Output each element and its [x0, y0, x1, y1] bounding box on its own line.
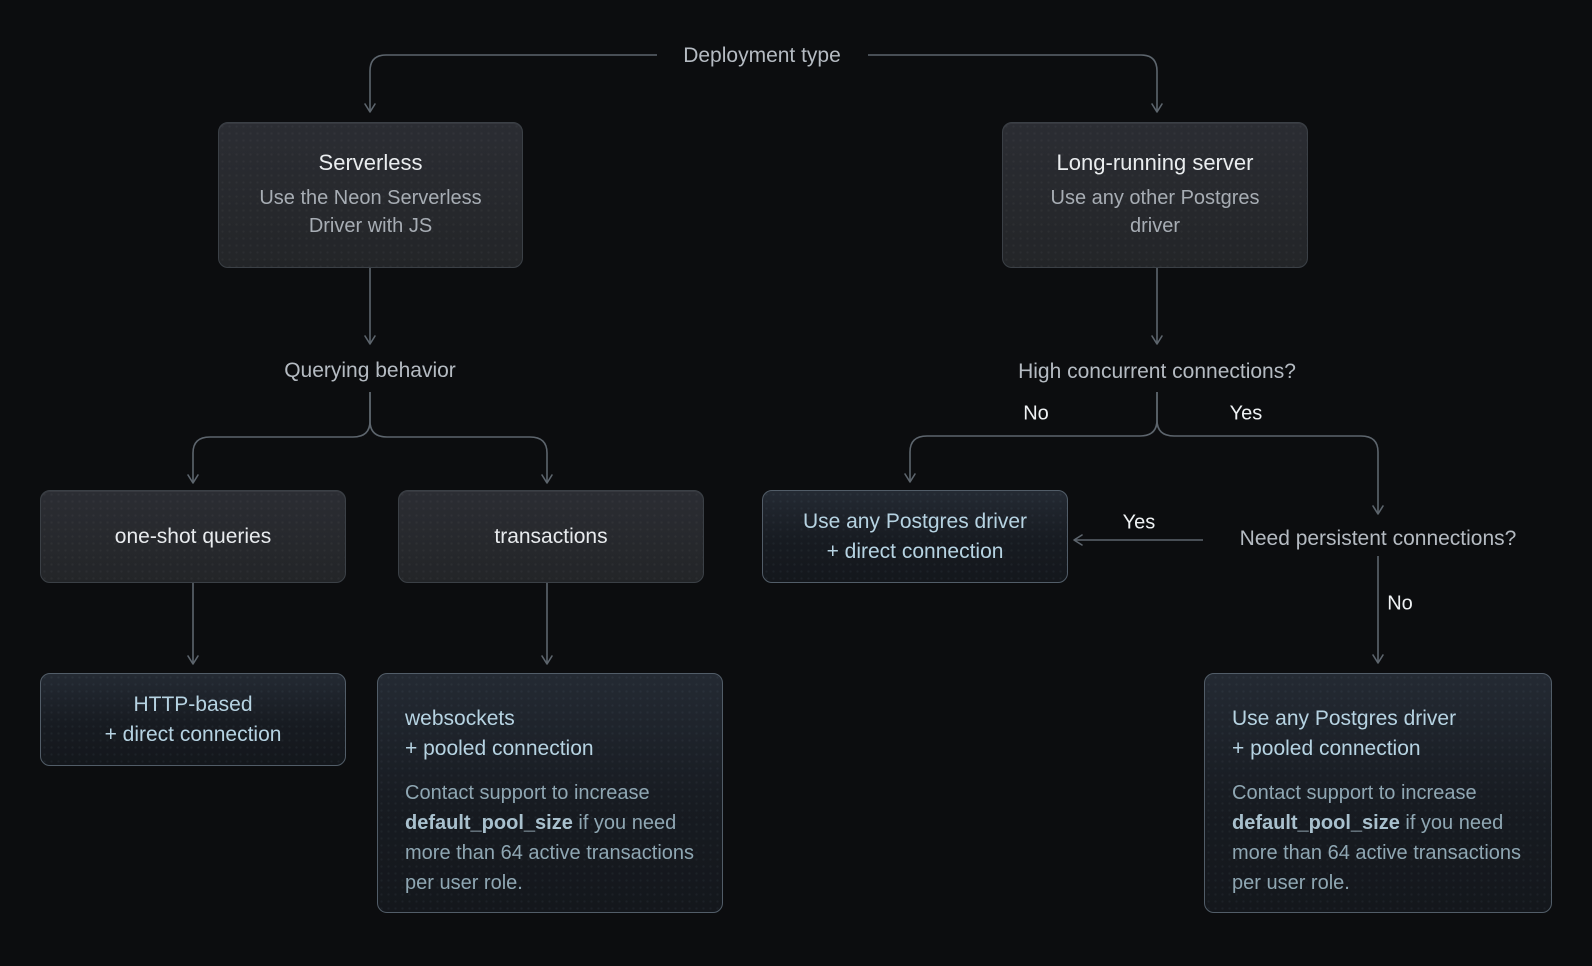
edge-label-no-need-persistent: No [1387, 592, 1413, 615]
support-note-suffix: if you need more than 64 active transact… [405, 812, 695, 894]
node-websockets-pooled-label: websockets + pooled connection [405, 707, 594, 760]
label-need-persistent-connections: Need persistent connections? [1239, 527, 1517, 550]
support-note: Contact support to increase default_pool… [1232, 778, 1527, 898]
node-one-shot-label: one-shot queries [114, 524, 272, 548]
label-deployment-type: Deployment type [683, 44, 841, 67]
node-websockets-pooled: websockets + pooled connection Contact s… [377, 673, 723, 913]
node-http-direct: HTTP-based + direct connection [40, 673, 346, 766]
node-transactions-label: transactions [494, 524, 608, 548]
edge-label-no-high-concurrent: No [1023, 402, 1049, 425]
node-transactions: transactions [398, 490, 704, 583]
edge-label-yes-high-concurrent: Yes [1229, 402, 1263, 425]
node-http-direct-label: HTTP-based + direct connection [104, 692, 282, 746]
label-querying-behavior: Querying behavior [284, 359, 456, 382]
support-note: Contact support to increase default_pool… [405, 778, 698, 898]
label-high-concurrent-connections: High concurrent connections? [1018, 360, 1296, 383]
node-long-running-server: Long-running server Use any other Postgr… [1002, 122, 1308, 268]
node-any-driver-pooled: Use any Postgres driver + pooled connect… [1204, 673, 1552, 913]
support-note-suffix: if you need more than 64 active transact… [1232, 812, 1522, 894]
node-any-driver-pooled-label: Use any Postgres driver + pooled connect… [1232, 707, 1457, 760]
node-serverless-subtitle: Use the Neon Serverless Driver with JS [259, 186, 482, 237]
support-note-prefix: Contact support to increase [405, 782, 650, 804]
node-one-shot-queries: one-shot queries [40, 490, 346, 583]
node-long-running-subtitle: Use any other Postgres driver [1050, 186, 1260, 237]
node-serverless-title: Serverless [318, 149, 423, 175]
node-long-running-title: Long-running server [1056, 149, 1254, 175]
node-any-driver-direct: Use any Postgres driver + direct connect… [762, 490, 1068, 583]
node-serverless: Serverless Use the Neon Serverless Drive… [218, 122, 523, 268]
node-any-driver-direct-label: Use any Postgres driver + direct connect… [802, 509, 1028, 563]
edge-label-yes-need-persistent: Yes [1122, 511, 1156, 534]
code-token-default-pool-size: default_pool_size [405, 812, 573, 834]
support-note-prefix: Contact support to increase [1232, 782, 1477, 804]
code-token-default-pool-size: default_pool_size [1232, 812, 1400, 834]
